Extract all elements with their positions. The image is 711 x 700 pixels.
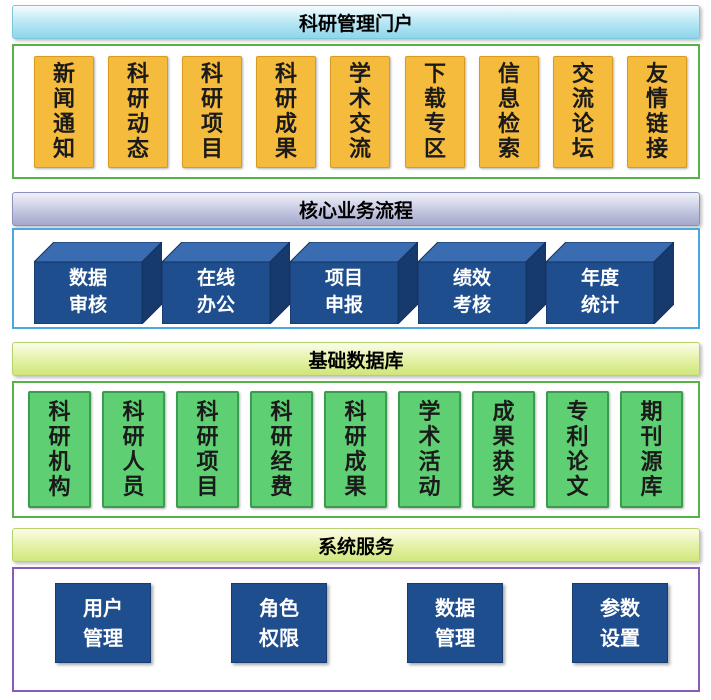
core-panel: 数据 审核 在线 办公 项目 申报 绩效 考核 年度 统计 [12,228,700,329]
portal-item-label: 下载专区 [423,62,446,162]
system-item-data-management: 数据 管理 [407,583,503,663]
base-item-label: 科研成果 [344,399,367,500]
portal-item-academic: 学术交流 [330,56,390,168]
base-item-activities: 学术活动 [398,391,461,508]
core-item-label: 项目 申报 [324,267,363,316]
system-item-label: 用户 管理 [83,596,123,650]
core-item-project-application: 项目 申报 [290,242,418,324]
base-item-funding: 科研经费 [250,391,313,508]
base-header: 基础数据库 [12,342,700,376]
system-item-role-permissions: 角色 权限 [231,583,327,663]
portal-item-label: 友情链接 [645,62,668,162]
core-title: 核心业务流程 [298,199,413,222]
base-item-label: 成果获奖 [492,399,515,500]
base-item-patents: 专利论文 [546,391,609,508]
portal-item-downloads: 下载专区 [405,56,465,168]
core-item-online-office: 在线 办公 [162,242,290,324]
base-item-institutions: 科研机构 [28,391,91,508]
core-item-annual-stats: 年度 统计 [546,242,674,324]
base-item-label: 科研经费 [270,399,293,500]
core-item-label: 在线 办公 [196,267,235,316]
core-item-label: 绩效 考核 [452,267,491,316]
base-title: 基础数据库 [308,349,404,372]
base-item-label: 学术活动 [418,399,441,500]
system-item-label: 数据 管理 [435,596,475,650]
base-item-personnel: 科研人员 [102,391,165,508]
core-header: 核心业务流程 [12,192,700,226]
system-panel: 用户 管理 角色 权限 数据 管理 参数 设置 [12,567,700,692]
system-item-parameter-settings: 参数 设置 [572,583,668,663]
base-item-awards: 成果获奖 [472,391,535,508]
portal-item-label: 交流论坛 [571,62,594,162]
base-panel: 科研机构 科研人员 科研项目 科研经费 科研成果 学术活动 成果获奖 专利论文 … [12,381,700,518]
base-item-label: 科研项目 [196,399,219,500]
base-item-journals: 期刊源库 [620,391,683,508]
core-item-label: 数据 审核 [68,267,107,316]
portal-item-label: 科研项目 [200,62,223,162]
cube-shape [418,242,546,324]
core-item-performance: 绩效 考核 [418,242,546,324]
portal-title: 科研管理门户 [298,12,413,35]
portal-item-label: 学术交流 [348,62,371,162]
portal-item-label: 新闻通知 [52,62,75,162]
base-item-projects: 科研项目 [176,391,239,508]
base-item-label: 科研人员 [122,399,145,500]
base-item-label: 科研机构 [48,399,71,500]
system-item-user-management: 用户 管理 [55,583,151,663]
portal-item-forum: 交流论坛 [553,56,613,168]
cube-shape [34,242,162,324]
portal-item-research-news: 科研动态 [108,56,168,168]
portal-item-label: 科研成果 [274,62,297,162]
cube-shape [546,242,674,324]
core-item-label: 年度 统计 [580,267,619,316]
portal-item-links: 友情链接 [627,56,687,168]
portal-item-news: 新闻通知 [34,56,94,168]
base-item-label: 期刊源库 [640,399,663,500]
cube-shape [290,242,418,324]
system-title: 系统服务 [317,535,394,558]
cube-shape [162,242,290,324]
portal-header: 科研管理门户 [12,5,700,39]
system-item-label: 角色 权限 [259,596,299,650]
system-item-label: 参数 设置 [600,596,640,650]
portal-item-label: 信息检索 [497,62,520,162]
base-item-label: 专利论文 [566,399,589,500]
portal-panel: 新闻通知 科研动态 科研项目 科研成果 学术交流 下载专区 信息检索 交流论坛 … [12,44,700,179]
portal-item-results: 科研成果 [256,56,316,168]
portal-item-search: 信息检索 [479,56,539,168]
system-header: 系统服务 [12,528,700,562]
portal-item-projects: 科研项目 [182,56,242,168]
core-item-data-review: 数据 审核 [34,242,162,324]
base-item-results: 科研成果 [324,391,387,508]
portal-item-label: 科研动态 [126,62,149,162]
